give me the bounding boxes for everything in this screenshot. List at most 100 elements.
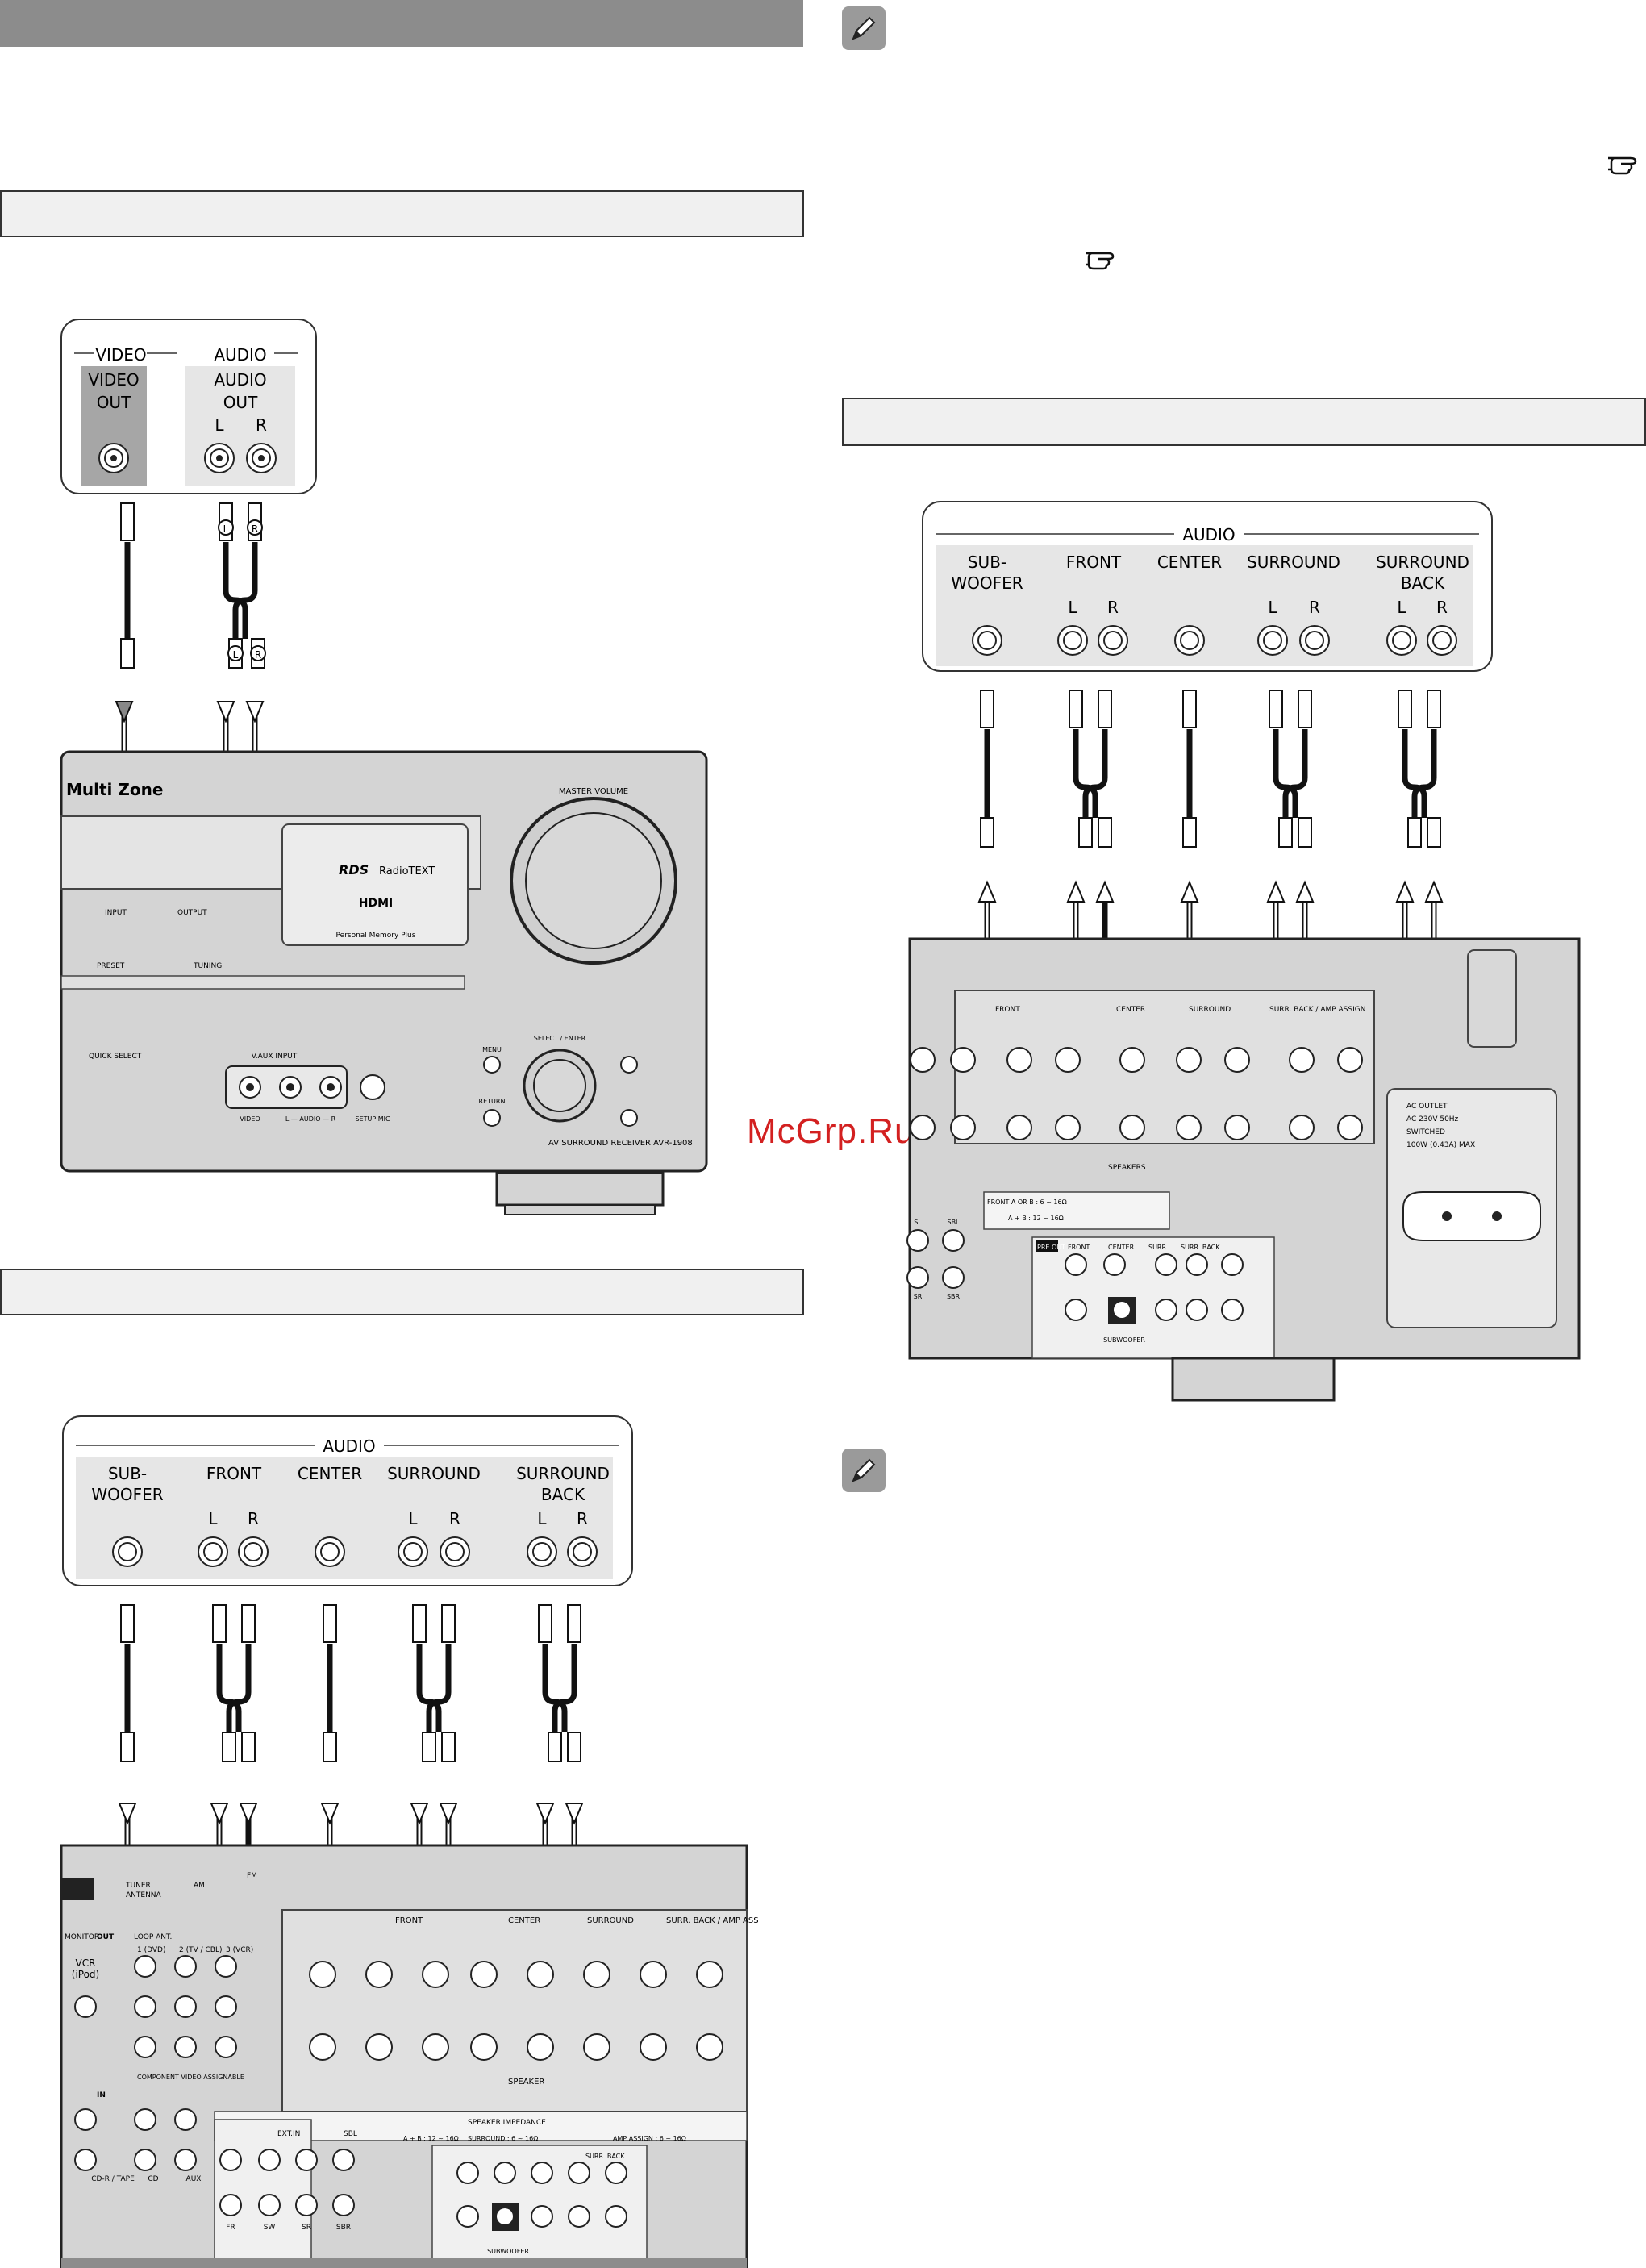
audio-header-3: AUDIO bbox=[1182, 525, 1235, 544]
f3-sbl-label: SBL bbox=[947, 1219, 960, 1226]
loop-ant-label: LOOP ANT. bbox=[134, 1933, 172, 1941]
imp-front-label: A + B : 12 ~ 16Ω bbox=[403, 2135, 459, 2142]
audio-out-block bbox=[185, 366, 295, 486]
col3-subwoofer-line1: SUB- bbox=[968, 552, 1006, 572]
col-subwoofer-line1: SUB- bbox=[108, 1464, 147, 1483]
pointing-hand-icon-2 bbox=[1084, 247, 1121, 274]
input-label: INPUT bbox=[105, 909, 127, 917]
col3-surround-l: L bbox=[1268, 598, 1277, 617]
col3-front: FRONT bbox=[1066, 552, 1122, 572]
v-aux-input-label: V.AUX INPUT bbox=[252, 1053, 298, 1061]
note-pencil-icon-2 bbox=[842, 1449, 886, 1492]
col-surround-back-line2: BACK bbox=[541, 1485, 585, 1504]
col3-front-r: R bbox=[1107, 598, 1119, 617]
tv-cbl-label: 2 (TV / CBL) bbox=[179, 1946, 223, 1954]
monitor-label: MONITOR bbox=[65, 1933, 99, 1941]
menu-label: MENU bbox=[482, 1046, 502, 1053]
center-speaker-label: CENTER bbox=[508, 1916, 540, 1925]
svg-text:L: L bbox=[223, 523, 229, 535]
section-bar-1 bbox=[0, 190, 804, 237]
col3-subwoofer-line2: WOOFER bbox=[951, 573, 1023, 593]
surr-back-label: SURR. BACK bbox=[585, 2153, 625, 2160]
personal-memory-logo: Personal Memory Plus bbox=[336, 932, 416, 940]
watermark-text: McGrp.Ru bbox=[747, 1111, 915, 1151]
video-out-line1: VIDEO bbox=[88, 370, 139, 390]
sw-label: SW bbox=[264, 2224, 276, 2232]
audio-out-line1: AUDIO bbox=[214, 370, 266, 390]
col3-surround-back-line1: SURROUND bbox=[1376, 552, 1469, 572]
col-front: FRONT bbox=[206, 1464, 262, 1483]
audio-out-r: R bbox=[256, 415, 267, 435]
imp-sb-label: AMP ASSIGN : 6 ~ 16Ω bbox=[613, 2135, 686, 2142]
receiver-brand: Multi Zone bbox=[66, 780, 163, 799]
return-label: RETURN bbox=[479, 1098, 506, 1105]
sb-r: R bbox=[577, 1509, 588, 1528]
ac-outlet-line1: AC OUTLET bbox=[1406, 1103, 1448, 1111]
aux-label: AUX bbox=[186, 2175, 202, 2183]
ac-outlet-line4: 100W (0.43A) MAX bbox=[1406, 1141, 1475, 1149]
col3-surround: SURROUND bbox=[1247, 552, 1340, 572]
audio-lr-label: L — AUDIO — R bbox=[285, 1115, 336, 1123]
fm-label: FM bbox=[247, 1872, 257, 1880]
f3-speakers-label: SPEAKERS bbox=[1108, 1164, 1146, 1172]
col3-sb-l: L bbox=[1397, 598, 1406, 617]
col-subwoofer-line2: WOOFER bbox=[91, 1485, 163, 1504]
sbr-label: SBR bbox=[336, 2224, 351, 2232]
front-speaker-label: FRONT bbox=[395, 1916, 423, 1925]
cd-label: CD bbox=[148, 2175, 158, 2183]
figure-rear-panel-pre-out: AUDIO SUB- WOOFER FRONT CENTER SURROUND … bbox=[906, 501, 1581, 1402]
section-bar-2 bbox=[0, 1269, 804, 1315]
col3-center: CENTER bbox=[1157, 552, 1222, 572]
model-label: AV SURROUND RECEIVER AVR-1908 bbox=[548, 1139, 693, 1148]
imp-surround-label: SURROUND : 6 ~ 16Ω bbox=[468, 2135, 538, 2142]
top-header-bar bbox=[0, 0, 803, 47]
tuning-label: TUNING bbox=[193, 962, 222, 970]
setup-mic-label: SETUP MIC bbox=[355, 1115, 390, 1123]
video-jack-label: VIDEO bbox=[240, 1115, 260, 1123]
am-label: AM bbox=[194, 1882, 205, 1890]
svg-text:R: R bbox=[255, 649, 261, 661]
front-r: R bbox=[248, 1509, 259, 1528]
audio-out-l: L bbox=[215, 415, 224, 435]
svg-text:R: R bbox=[252, 523, 258, 535]
ac-outlet-line2: AC 230V 50Hz bbox=[1406, 1115, 1459, 1124]
quick-select-label: QUICK SELECT bbox=[89, 1053, 142, 1061]
svg-text:L: L bbox=[233, 649, 239, 661]
sr-label: SR bbox=[302, 2224, 311, 2232]
master-volume-label: MASTER VOLUME bbox=[559, 787, 628, 796]
f3-sl-label: SL bbox=[914, 1219, 922, 1226]
vcr3-label: 3 (VCR) bbox=[226, 1946, 253, 1954]
in-label: IN bbox=[97, 2091, 106, 2099]
subwoofer-label-2: SUBWOOFER bbox=[487, 2248, 529, 2255]
f3-sr-label: SR bbox=[914, 1293, 923, 1300]
preset-label: PRESET bbox=[97, 962, 125, 970]
select-enter-label: SELECT / ENTER bbox=[534, 1035, 586, 1042]
hdmi-logo: HDMI bbox=[359, 897, 393, 910]
ac-outlet-line3: SWITCHED bbox=[1406, 1128, 1445, 1136]
cdr-tape-label: CD-R / TAPE bbox=[91, 2175, 135, 2183]
vcr-label-1: VCR bbox=[76, 1957, 96, 1969]
rds-logo: RDS bbox=[339, 862, 369, 878]
ext-in-label: EXT.IN bbox=[277, 2130, 300, 2138]
sbl-label: SBL bbox=[344, 2130, 357, 2138]
col-surround: SURROUND bbox=[387, 1464, 481, 1483]
radiotext-logo: RadioTEXT bbox=[379, 865, 435, 878]
audio-header-2: AUDIO bbox=[323, 1436, 375, 1456]
section-bar-3 bbox=[842, 398, 1646, 446]
col3-surround-r: R bbox=[1309, 598, 1320, 617]
video-out-line2: OUT bbox=[97, 393, 131, 412]
audio-header: AUDIO bbox=[214, 345, 266, 365]
component-video-label: COMPONENT VIDEO ASSIGNABLE bbox=[137, 2074, 244, 2081]
note-pencil-icon bbox=[842, 6, 886, 50]
front-l: L bbox=[208, 1509, 218, 1528]
f3-surround-label: SURROUND bbox=[1189, 1006, 1231, 1014]
fr-label: FR bbox=[226, 2224, 235, 2232]
f3-imp-front-ab: A + B : 12 ~ 16Ω bbox=[1008, 1215, 1064, 1222]
f3-sbr-label: SBR bbox=[947, 1293, 961, 1300]
col-surround-back-line1: SURROUND bbox=[516, 1464, 610, 1483]
dvd-label: 1 (DVD) bbox=[137, 1946, 165, 1954]
speaker-impedance-label: SPEAKER IMPEDANCE bbox=[468, 2119, 546, 2127]
f3-surr-back-short: SURR. BACK bbox=[1181, 1244, 1220, 1251]
col3-surround-back-line2: BACK bbox=[1401, 573, 1445, 593]
figure-rear-panel-ext-in: AUDIO SUB- WOOFER FRONT CENTER SURROUND … bbox=[60, 1415, 758, 2268]
